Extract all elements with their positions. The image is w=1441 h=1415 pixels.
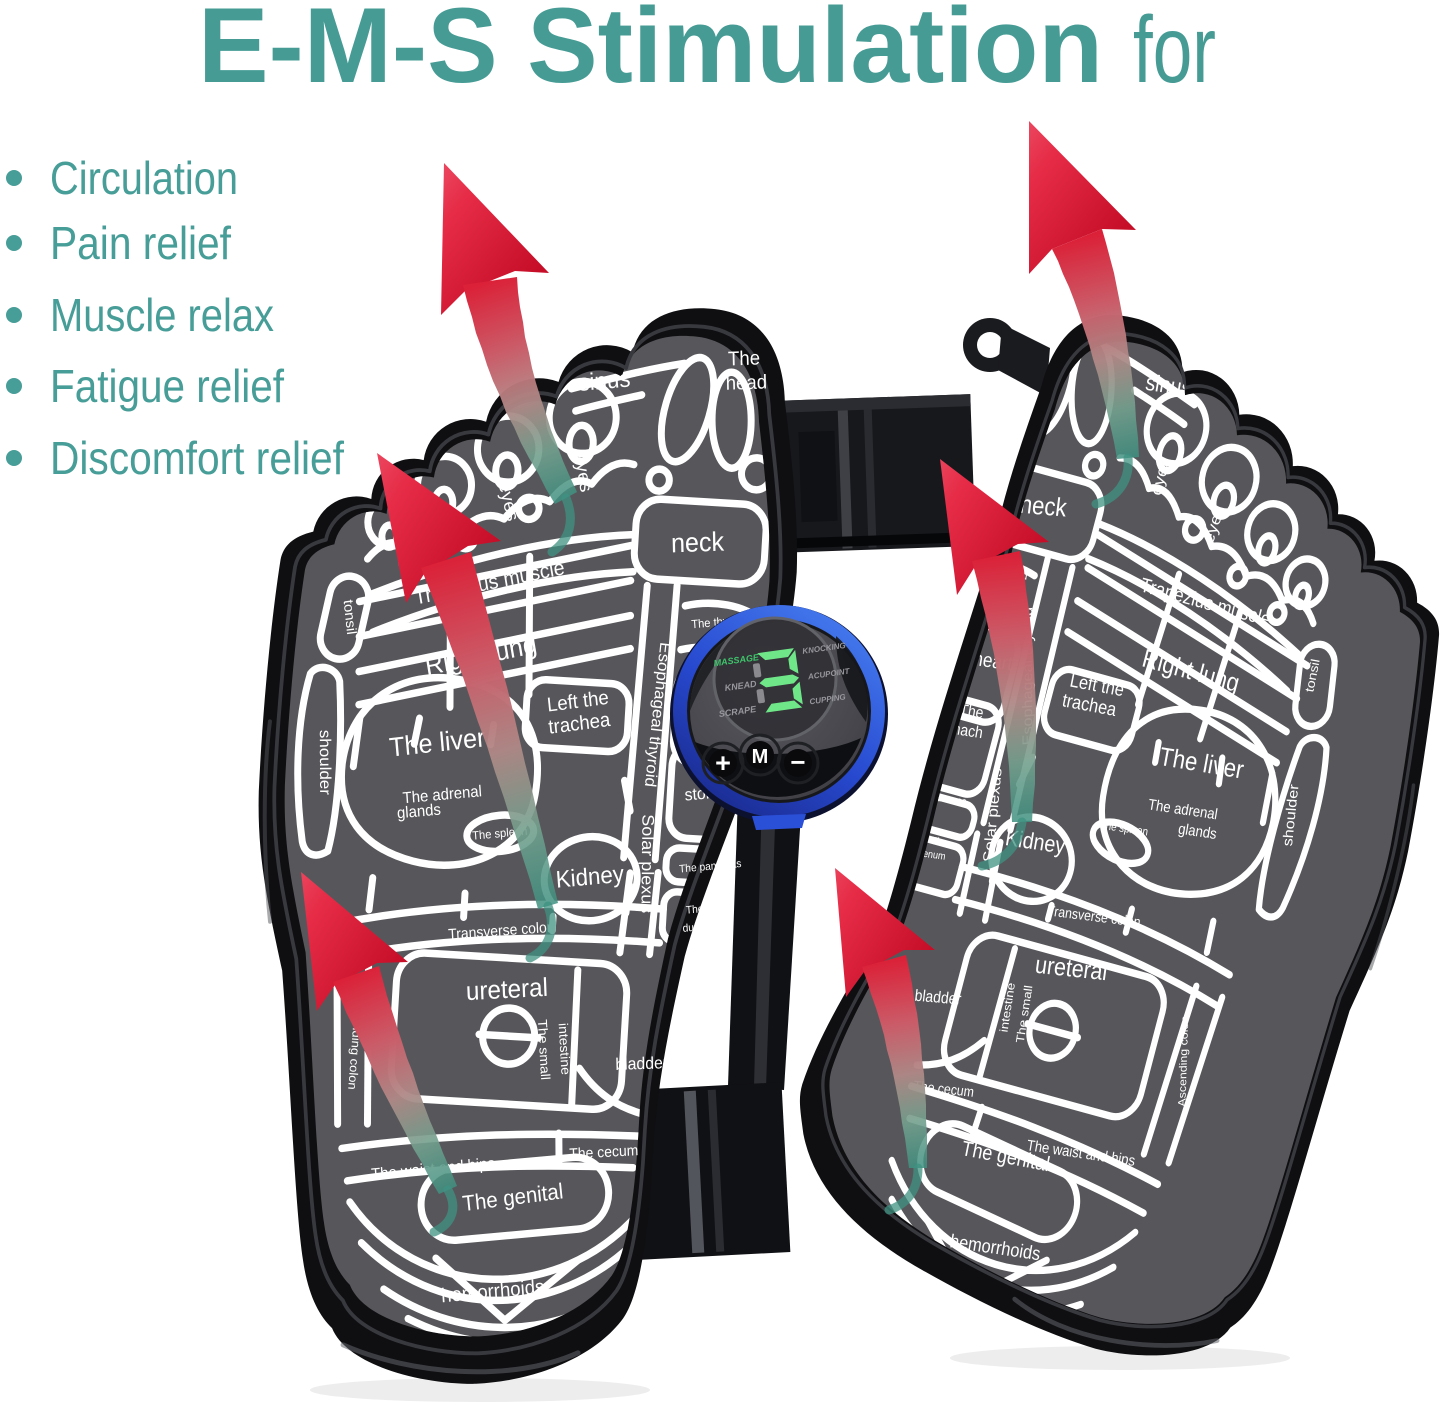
svg-text:Muscle relax: Muscle relax — [50, 289, 274, 341]
svg-text:Fatigue relief: Fatigue relief — [50, 360, 284, 412]
svg-text:tonsil: tonsil — [1302, 658, 1322, 693]
svg-text:M: M — [752, 746, 769, 768]
svg-text:The small: The small — [535, 1019, 553, 1080]
svg-text:bladder: bladder — [615, 1054, 669, 1074]
svg-text:neck: neck — [1018, 490, 1069, 523]
svg-text:The spleen: The spleen — [472, 825, 528, 842]
svg-text:Kidney: Kidney — [555, 860, 625, 893]
svg-text:Solar plexus: Solar plexus — [638, 814, 658, 913]
svg-text:E-M-S Stimulation: E-M-S Stimulation — [198, 0, 1103, 105]
svg-text:Pain relief: Pain relief — [50, 217, 231, 269]
svg-text:Ascending colon: Ascending colon — [1177, 1016, 1191, 1107]
svg-text:neck: neck — [671, 526, 726, 559]
svg-text:bladder: bladder — [914, 987, 963, 1009]
svg-text:glands: glands — [396, 801, 441, 823]
svg-text:KNEAD: KNEAD — [724, 679, 758, 693]
svg-text:tonsil: tonsil — [340, 599, 359, 636]
svg-text:The: The — [685, 903, 704, 917]
svg-text:head: head — [725, 372, 767, 395]
svg-text:+: + — [715, 748, 731, 778]
svg-text:sinus: sinus — [577, 365, 631, 397]
svg-text:The: The — [958, 701, 985, 722]
svg-text:duodenum: duodenum — [682, 918, 731, 935]
svg-text:−: − — [790, 747, 805, 777]
svg-text:Discomfort relief: Discomfort relief — [50, 432, 344, 484]
svg-text:The pancreas: The pancreas — [679, 858, 742, 876]
svg-text:ureteral: ureteral — [465, 973, 548, 1006]
svg-text:Circulation: Circulation — [50, 152, 238, 204]
svg-text:shoulder: shoulder — [1280, 784, 1302, 847]
svg-text:The cecum: The cecum — [912, 1078, 975, 1100]
svg-text:The: The — [931, 835, 949, 849]
svg-text:glands: glands — [1177, 821, 1218, 844]
svg-text:intestine: intestine — [556, 1022, 573, 1075]
svg-text:shoulder: shoulder — [316, 730, 334, 796]
svg-text:The cecum: The cecum — [569, 1143, 639, 1163]
svg-text:for: for — [1133, 0, 1216, 103]
svg-text:The: The — [728, 348, 761, 371]
